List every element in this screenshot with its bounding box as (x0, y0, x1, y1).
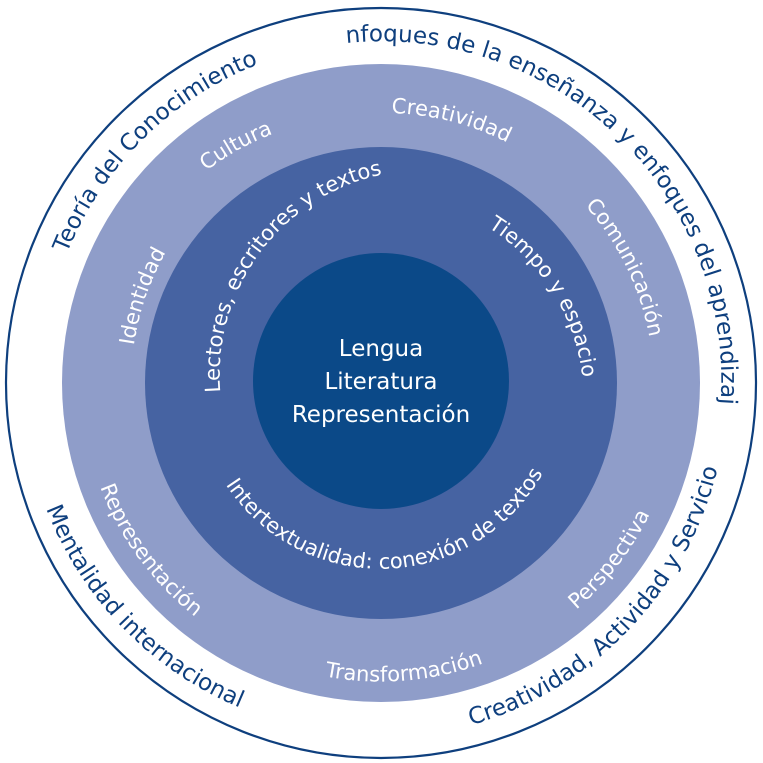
core-circle (253, 253, 509, 509)
center-literatura: Literatura (324, 369, 437, 395)
center-lengua: Lengua (339, 336, 423, 362)
center-representacion: Representación (292, 402, 470, 428)
